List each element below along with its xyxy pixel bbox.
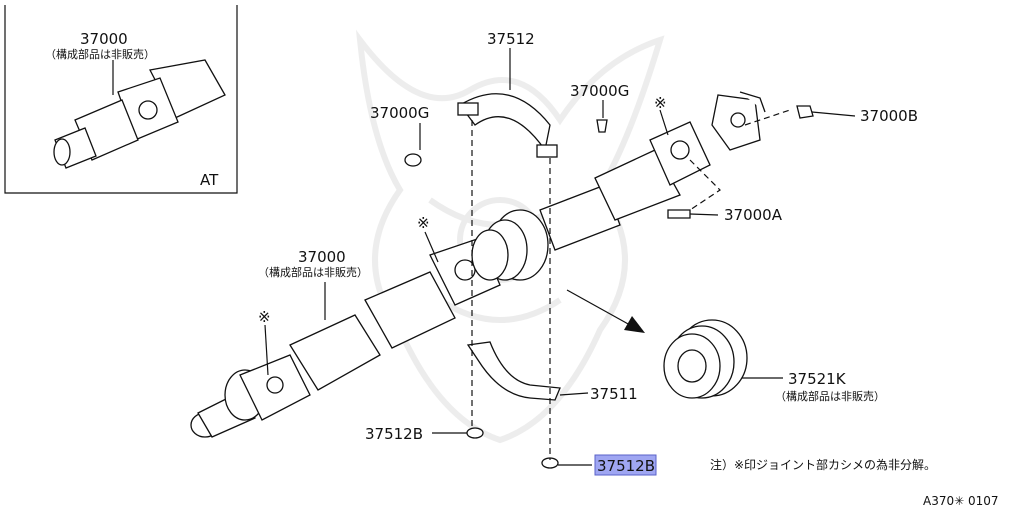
- callout-37000-note: （構成部品は非販売）: [258, 265, 368, 279]
- center-bearing-section: [471, 184, 621, 281]
- callout-37512B-selected-label: 37512B: [597, 457, 655, 475]
- selection-highlight: [594, 454, 657, 476]
- inset-not-sold-note: （構成部品は非販売）: [45, 47, 155, 61]
- footnote: 注）※印ジョイント部カシメの為非分解。: [710, 457, 936, 472]
- assembly-guide-lines: [471, 109, 791, 460]
- callout-37000: 37000: [298, 248, 346, 266]
- inset-part-number: 37000: [80, 30, 128, 48]
- callout-37000G-left: 37000G: [370, 104, 429, 122]
- asterisk-mark-center: ※: [417, 214, 430, 232]
- center-bearing-bracket-upper: [457, 93, 558, 158]
- asterisk-mark-rear: ※: [258, 308, 271, 326]
- callout-37521K: 37521K: [788, 370, 847, 388]
- rear-shaft-section: [190, 237, 501, 438]
- callout-37512-top: 37512: [487, 30, 535, 48]
- callout-37521K-note: （構成部品は非販売）: [775, 389, 885, 403]
- leader-lines: [264, 48, 856, 466]
- center-bearing-bracket-lower: [466, 341, 561, 401]
- callout-37512B-left: 37512B: [365, 425, 423, 443]
- center-bearing-cushion: [663, 319, 748, 399]
- diagram-code: A370✳ 0107: [923, 494, 999, 508]
- callout-37512B-selected[interactable]: 37512B: [594, 454, 657, 476]
- inset-at-panel: 37000 （構成部品は非販売） AT: [4, 5, 238, 194]
- callout-37511: 37511: [590, 385, 638, 403]
- bolts-and-nuts: [404, 105, 814, 469]
- callout-37000A: 37000A: [724, 206, 783, 224]
- direction-arrow: [566, 289, 645, 333]
- callout-37000B: 37000B: [860, 107, 918, 125]
- inset-variant-label: AT: [200, 171, 219, 189]
- inset-shaft-drawing: [53, 59, 226, 169]
- asterisk-mark-front: ※: [654, 94, 667, 112]
- callout-37000G-right: 37000G: [570, 82, 629, 100]
- front-shaft-section: [594, 91, 766, 221]
